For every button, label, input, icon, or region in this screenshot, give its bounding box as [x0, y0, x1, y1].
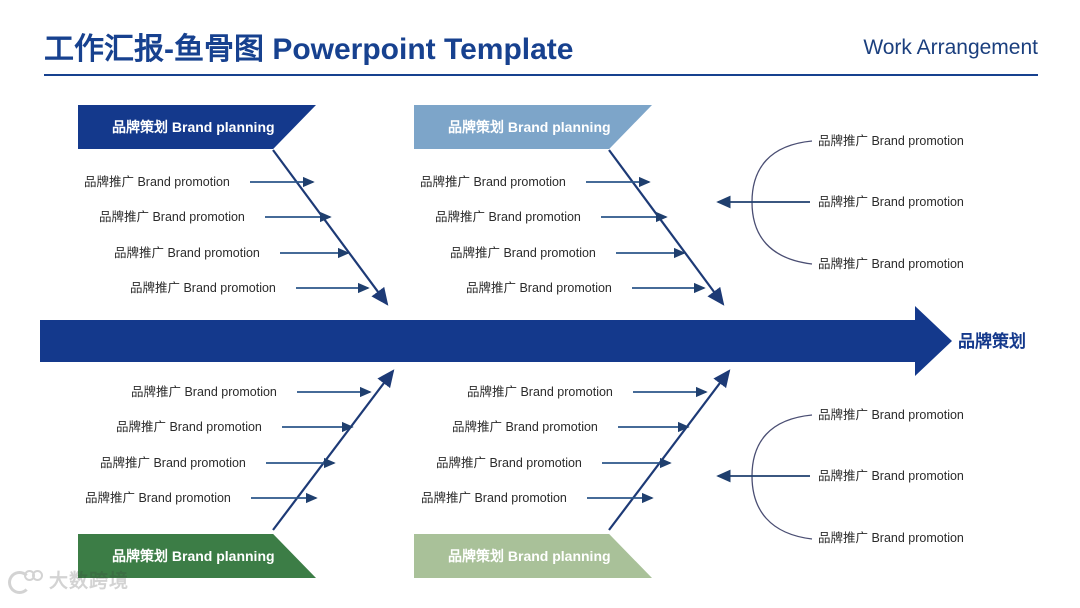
page-title: 工作汇报-鱼骨图 Powerpoint Template — [44, 33, 574, 66]
cause-label: 品牌推广 Brand promotion — [435, 210, 581, 224]
branch-banner-label: 品牌策划 Brand planning — [112, 119, 275, 135]
rib-top-left — [272, 149, 389, 306]
watermark: 大数跨境 — [8, 566, 130, 594]
brace-bottom — [716, 414, 813, 540]
rib-bottom-left — [272, 369, 395, 531]
cause-arrows-bottom-right — [587, 386, 708, 504]
cause-label: 品牌推广 Brand promotion — [466, 281, 612, 295]
header-divider — [44, 74, 1038, 76]
cause-label: 品牌推广 Brand promotion — [421, 491, 567, 505]
brace-item-label: 品牌推广 Brand promotion — [818, 257, 964, 271]
branch-banner-label: 品牌策划 Brand planning — [448, 548, 611, 564]
cause-label: 品牌推广 Brand promotion — [84, 175, 230, 189]
brace-top — [716, 140, 813, 265]
cause-label: 品牌推广 Brand promotion — [85, 491, 231, 505]
watermark-text: 大数跨境 — [49, 571, 130, 592]
branch-banner-label: 品牌策划 Brand planning — [112, 548, 275, 564]
brace-item-label: 品牌推广 Brand promotion — [818, 134, 964, 148]
cause-label: 品牌推广 Brand promotion — [131, 385, 277, 399]
branch-banner-top-right[interactable]: 品牌策划 Brand planning — [414, 105, 652, 149]
cause-label: 品牌推广 Brand promotion — [450, 246, 596, 260]
cause-label: 品牌推广 Brand promotion — [100, 456, 246, 470]
cause-label: 品牌推广 Brand promotion — [467, 385, 613, 399]
page-header: 工作汇报-鱼骨图 Powerpoint Template Work Arrang… — [0, 0, 1080, 80]
cause-label: 品牌推广 Brand promotion — [99, 210, 245, 224]
branch-banner-top-left[interactable]: 品牌策划 Brand planning — [78, 105, 316, 149]
cause-label: 品牌推广 Brand promotion — [436, 456, 582, 470]
brace-item-label: 品牌推广 Brand promotion — [818, 469, 964, 483]
rib-top-right — [608, 149, 725, 306]
cause-label: 品牌推广 Brand promotion — [130, 281, 276, 295]
spine-arrow — [40, 306, 952, 376]
cause-label: 品牌推广 Brand promotion — [116, 420, 262, 434]
cause-label: 品牌推广 Brand promotion — [114, 246, 260, 260]
cause-label: 品牌推广 Brand promotion — [452, 420, 598, 434]
cause-label: 品牌推广 Brand promotion — [420, 175, 566, 189]
header-subtitle: Work Arrangement — [863, 36, 1038, 59]
branch-banner-bottom-right[interactable]: 品牌策划 Brand planning — [414, 534, 652, 578]
rib-bottom-right — [608, 369, 731, 531]
brace-item-label: 品牌推广 Brand promotion — [818, 195, 964, 209]
brace-item-label: 品牌推广 Brand promotion — [818, 531, 964, 545]
cause-arrows-top-left — [250, 176, 370, 294]
cause-arrows-top-right — [586, 176, 706, 294]
watermark-logo-icon — [8, 569, 43, 594]
branch-banner-bottom-left[interactable]: 品牌策划 Brand planning — [78, 534, 316, 578]
cause-arrows-bottom-left — [251, 386, 372, 504]
spine-label: 品牌策划 — [958, 332, 1026, 351]
branch-banner-label: 品牌策划 Brand planning — [448, 119, 611, 135]
brace-item-label: 品牌推广 Brand promotion — [818, 408, 964, 422]
